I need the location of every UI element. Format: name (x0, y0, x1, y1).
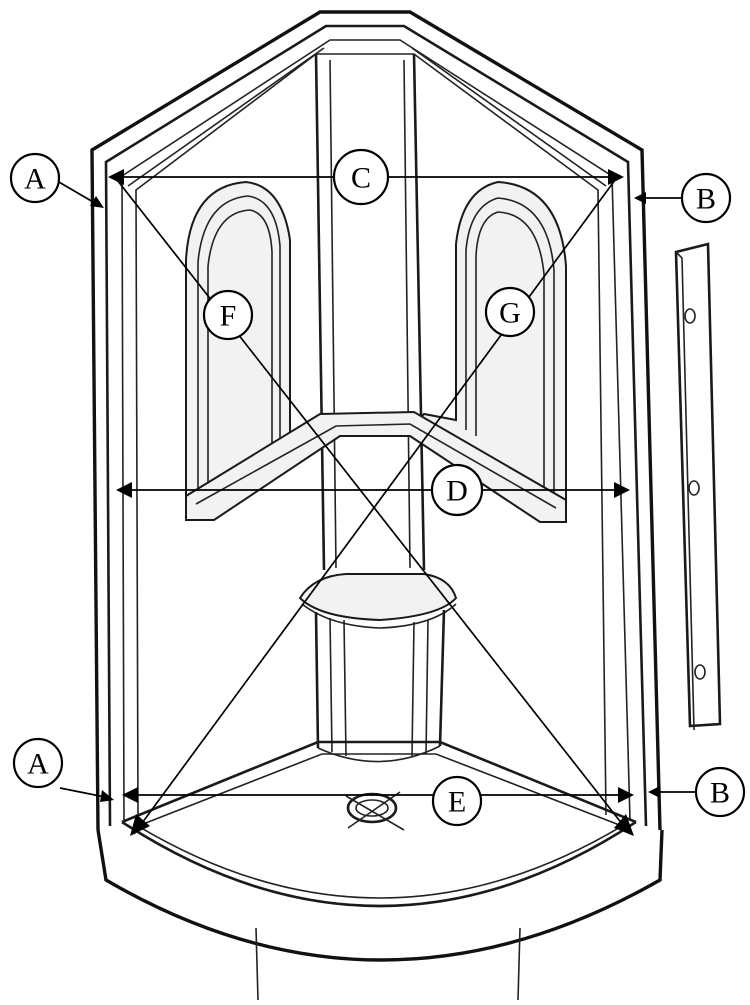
arrow-c-right (608, 169, 624, 185)
callout-d-label: D (446, 475, 468, 508)
measurement-lines (51, 169, 696, 836)
arrow-e-left (122, 787, 138, 803)
arrow-e-right (618, 787, 634, 803)
callout-a-top: A (9, 152, 61, 204)
back-walls (127, 47, 607, 816)
arrow-f-end (614, 814, 634, 836)
callout-d: D (430, 463, 484, 517)
profile-strip (674, 242, 722, 731)
arrow-g-end (130, 814, 150, 836)
arrow-d-right (614, 482, 630, 498)
callout-b-top-label: B (696, 183, 716, 216)
callout-e-label: E (448, 786, 466, 819)
outer-frame (90, 10, 662, 831)
callout-f-label: F (220, 300, 237, 333)
leader-a-top (51, 177, 101, 207)
callout-a-top-label: A (24, 163, 46, 196)
measure-line-g (133, 175, 619, 835)
corner-seat (298, 573, 458, 763)
arrow-d-left (116, 482, 132, 498)
drain-icon (345, 791, 405, 831)
upper-shelf (185, 410, 567, 523)
callout-g-label: G (499, 297, 521, 330)
arrow-c-left (108, 169, 124, 185)
callout-b-bottom-label: B (710, 777, 730, 810)
measure-line-f (113, 175, 631, 835)
shower-tray (96, 740, 664, 1001)
callout-a-bottom-label: A (27, 748, 49, 781)
callout-b-top: B (680, 172, 732, 224)
callout-b-bottom: B (694, 766, 746, 818)
callout-g: G (484, 286, 536, 338)
callout-c: C (332, 148, 390, 206)
callout-e: E (431, 775, 483, 827)
left-window (185, 180, 341, 510)
callout-c-label: C (351, 162, 371, 195)
callout-a-bottom: A (12, 737, 64, 789)
callout-f: F (202, 289, 254, 341)
